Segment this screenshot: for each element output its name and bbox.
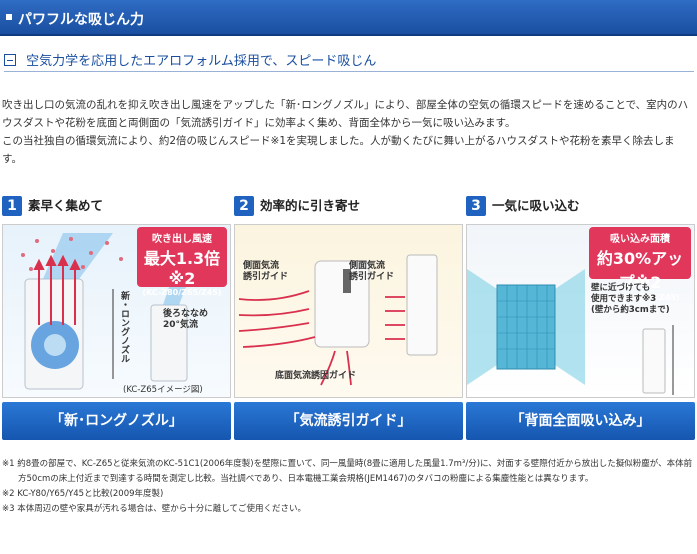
panel-title: 1 素早く集めて	[2, 190, 103, 216]
feature-button-nozzle[interactable]: 「新･ロングノズル」	[2, 402, 231, 440]
description-paragraph-1: 吹き出し口の気流の乱れを抑え吹き出し風速をアップした「新･ロングノズル」により、…	[2, 99, 689, 129]
banner-bullet	[6, 14, 12, 20]
image-caption: (KC-Z65イメージ図)	[123, 385, 203, 395]
panel-title-text: 一気に吸い込む	[492, 198, 580, 213]
panel-title: 2 効率的に引き寄せ	[234, 190, 360, 216]
side-guide-label-right: 側面気流 誘引ガイド	[349, 261, 395, 282]
airflow-angle-label: 後ろななめ 20°気流	[163, 309, 209, 330]
feature-button-guide[interactable]: 「気流誘引ガイド」	[234, 402, 463, 440]
panel-title-text: 効率的に引き寄せ	[260, 198, 361, 213]
guide-illustration: 側面気流 誘引ガイド 側面気流 誘引ガイド 底面気流誘因ガイド	[234, 224, 463, 398]
intake-illustration: 吸い込み面積 約30%アップ※2 (KC-Z80/Z65/Z45) 壁に近づけて…	[466, 224, 695, 398]
callout-line-2: 最大1.3倍※2	[143, 249, 221, 288]
description-paragraph-2: この当社独自の循環気流により、約2倍の吸じんスピード※1を実現しました。人が動く…	[2, 135, 675, 165]
step-number: 3	[466, 196, 486, 216]
feature-panel-1: 1 素早く集めて 吹き出し風速 最大1.3倍※2	[2, 190, 231, 450]
guide-diagram	[238, 254, 438, 386]
intake-diagram	[467, 269, 674, 395]
section-banner: パワフルな吸じん力	[0, 0, 697, 36]
panel-title: 3 一気に吸い込む	[466, 190, 580, 216]
feature-panel-2: 2 効率的に引き寄せ 側面気流 誘引ガイド 側面気流 誘引ガイド 底面気流誘因ガイ…	[234, 190, 463, 450]
wind-speed-callout: 吹き出し風速 最大1.3倍※2 (KC-Z80/Z65/Z45)	[137, 227, 227, 297]
footnotes: ※1 約8畳の部屋で、KC-Z65と従来気流のKC-51C1(2006年度製)を…	[2, 457, 694, 517]
footnote-3: ※3 本体周辺の壁や家具が汚れる場合は、壁から十分に離してご使用ください。	[2, 504, 306, 514]
banner-title: パワフルな吸じん力	[18, 12, 144, 28]
collapse-icon[interactable]	[4, 54, 16, 66]
feature-panel-3: 3 一気に吸い込む 吸い込み面積 約30%アップ※2 (KC-Z80/Z65/Z4…	[466, 190, 695, 450]
wall-distance-label: 壁に近づけても 使用できます※3 (壁から約3cmまで)	[591, 283, 670, 315]
subhead-title: 空気力学を応用したエアロフォルム採用で、スピード吸じん	[26, 54, 377, 69]
callout-line-3: (KC-Z80/Z65/Z45)	[600, 293, 680, 302]
section-subhead: 空気力学を応用したエアロフォルム採用で、スピード吸じん	[4, 50, 694, 72]
bottom-guide-label: 底面気流誘因ガイド	[275, 371, 357, 381]
footnote-1: ※1 約8畳の部屋で、KC-Z65と従来気流のKC-51C1(2006年度製)を…	[2, 459, 693, 484]
callout-line-1: 吹き出し風速	[152, 234, 212, 245]
airflow-diagram	[21, 233, 193, 390]
nozzle-label: 新・ロングノズル	[119, 291, 129, 363]
callout-line-2: 約30%アップ※2	[596, 249, 684, 292]
footnote-2: ※2 KC-Y80/Y65/Y45と比較(2009年度製)	[2, 489, 164, 499]
feature-button-intake[interactable]: 「背面全面吸い込み」	[466, 402, 695, 440]
callout-line-3: (KC-Z80/Z65/Z45)	[142, 288, 222, 297]
nozzle-illustration: 吹き出し風速 最大1.3倍※2 (KC-Z80/Z65/Z45) 新・ロングノズ…	[2, 224, 231, 398]
panel-title-text: 素早く集めて	[28, 198, 104, 213]
side-guide-label-left: 側面気流 誘引ガイド	[243, 261, 289, 282]
step-number: 2	[234, 196, 254, 216]
description: 吹き出し口の気流の乱れを抑え吹き出し風速をアップした「新･ロングノズル」により、…	[2, 96, 694, 168]
callout-line-1: 吸い込み面積	[610, 234, 670, 245]
intake-area-callout: 吸い込み面積 約30%アップ※2 (KC-Z80/Z65/Z45)	[589, 227, 691, 302]
step-number: 1	[2, 196, 22, 216]
